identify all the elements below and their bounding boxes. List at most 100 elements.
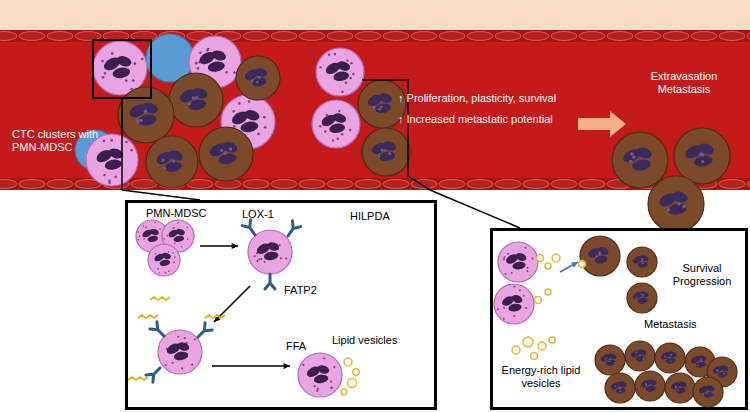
endothelial-cell — [131, 32, 157, 41]
granule — [526, 270, 528, 272]
granule — [338, 110, 340, 112]
lipid-vesicle — [531, 353, 538, 360]
cell-body — [189, 36, 241, 88]
nucleus-lobe — [382, 140, 398, 153]
chromatin — [675, 386, 677, 388]
endothelial-cell — [719, 32, 745, 41]
nucleus-lobe — [230, 109, 250, 127]
cell-body — [146, 136, 198, 188]
process-arrow — [560, 262, 578, 272]
nucleus-lobe — [102, 55, 122, 73]
label-text: FATP2 — [284, 284, 329, 297]
granule — [197, 67, 200, 70]
nucleus-lobe — [188, 98, 207, 111]
mdsc-cell — [312, 100, 360, 148]
nucleus-lobe — [515, 252, 528, 263]
cell-body — [595, 345, 625, 375]
chromatin — [667, 208, 670, 211]
granule — [264, 126, 267, 129]
granule — [132, 79, 135, 82]
nucleus-lobe — [210, 49, 227, 63]
fatty-acid — [128, 377, 148, 380]
granule — [103, 140, 106, 143]
label-text: ↑ Proliferation, plasticity, survival — [398, 92, 588, 105]
tumor-cell — [707, 357, 737, 387]
granule — [143, 238, 145, 240]
granule — [232, 110, 235, 113]
inset-panel: Survival ProgressionEnergy-rich lipid ve… — [490, 228, 748, 410]
nucleus-lobe — [366, 92, 384, 108]
nucleus-lobe — [149, 228, 159, 236]
fatty-acid — [150, 297, 170, 300]
nucleus-lobe — [161, 252, 171, 260]
endothelial-cell — [635, 180, 661, 189]
nucleus-lobe — [657, 190, 678, 209]
granule — [209, 81, 212, 84]
granule — [503, 307, 505, 309]
chromatin — [605, 358, 607, 360]
cell-body — [312, 100, 360, 148]
cell-body — [86, 134, 138, 186]
label-text: Metastasis — [644, 318, 714, 331]
endothelial-cell — [75, 180, 101, 189]
granule — [206, 49, 209, 52]
chromatin — [195, 96, 198, 99]
granule — [186, 342, 188, 344]
tumor-cell — [693, 377, 723, 407]
chromatin — [711, 392, 713, 394]
cell-body — [627, 247, 657, 277]
endothelial-cell — [215, 32, 241, 41]
nucleus-lobe — [667, 350, 677, 358]
tumor-cell — [625, 341, 655, 371]
chromatin — [598, 251, 600, 253]
mdsc-cell — [494, 284, 534, 324]
nucleus-lobe — [104, 158, 123, 171]
endothelial-cell — [719, 180, 745, 189]
nucleus-lobe — [165, 341, 182, 356]
granule — [263, 116, 266, 119]
receptor — [265, 274, 275, 289]
nucleus-lobe — [141, 228, 153, 239]
label-text: Survival Progression — [664, 262, 740, 288]
nucleus-lobe — [243, 108, 261, 122]
endothelial-cell — [607, 32, 633, 41]
granule — [172, 228, 174, 230]
granule — [352, 73, 354, 75]
nucleus-lobe — [717, 371, 728, 378]
granule — [163, 238, 165, 240]
chromatin — [699, 153, 702, 156]
nucleus-lobe — [175, 228, 185, 236]
chromatin — [608, 360, 610, 362]
lipid-vesicle — [579, 261, 586, 268]
cell-body — [169, 73, 223, 127]
tumor-cell — [605, 373, 635, 403]
chromatin — [251, 80, 254, 83]
chromatin — [372, 106, 375, 109]
granule — [332, 139, 334, 141]
chromatin — [380, 105, 383, 108]
cell-body — [221, 95, 275, 149]
granule — [279, 244, 281, 246]
tumor-cell — [580, 236, 620, 276]
granule — [280, 257, 282, 259]
chromatin — [256, 81, 259, 84]
chromatin — [700, 358, 702, 360]
chromatin — [619, 390, 621, 392]
granule — [503, 300, 505, 302]
endothelial-cell — [495, 32, 521, 41]
tumor-cell — [146, 136, 198, 188]
nucleus-lobe — [251, 77, 267, 88]
nucleus-lobe — [255, 241, 272, 256]
endothelial-cell — [271, 32, 297, 41]
arrow-head — [284, 363, 290, 369]
mdsc-cell — [498, 242, 538, 282]
endothelial-cell — [0, 32, 17, 41]
cell-body — [362, 128, 410, 176]
nucleus-lobe — [697, 142, 715, 157]
granule — [507, 253, 509, 255]
nucleus-lobe — [197, 49, 217, 66]
chromatin — [188, 102, 191, 105]
chromatin — [192, 96, 195, 99]
lipid-vesicle — [538, 342, 546, 350]
